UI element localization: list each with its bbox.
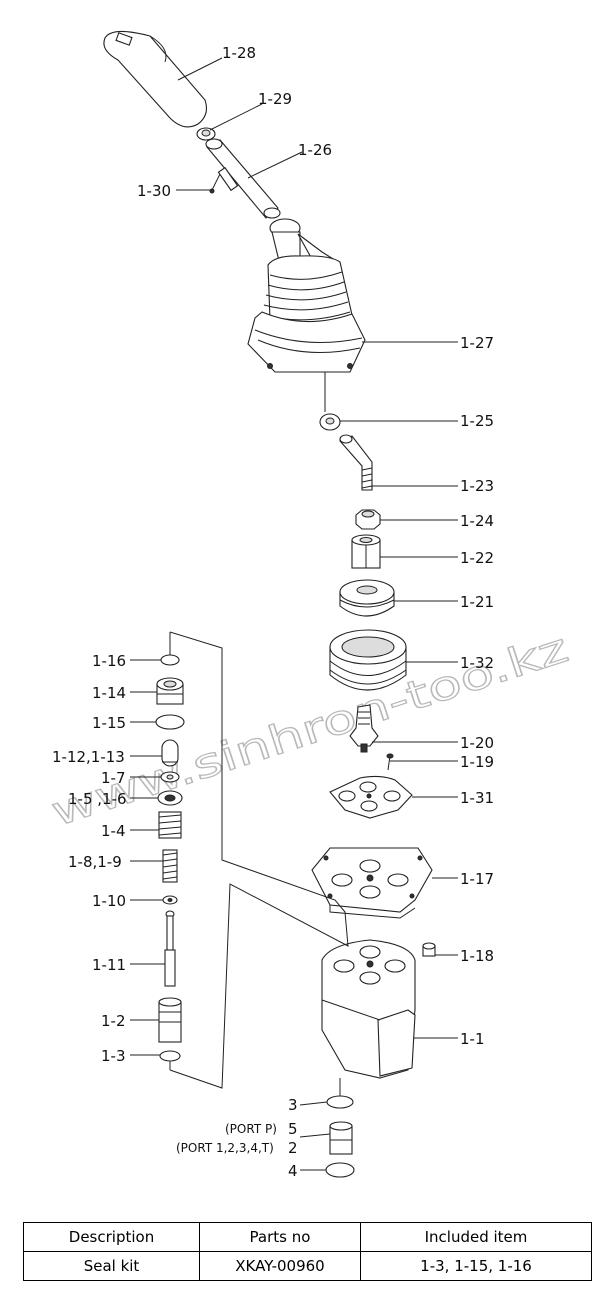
header-included-item: Included item: [360, 1222, 592, 1252]
label-1-32: 1-32: [460, 654, 494, 672]
label-1-29: 1-29: [258, 90, 292, 108]
label-1-12-1-13: 1-12,1-13: [52, 748, 125, 766]
label-1-7: 1-7: [101, 769, 126, 787]
table-header-row: Description Parts no Included item: [23, 1222, 592, 1252]
part-1-15-oring: [155, 714, 185, 730]
label-1-15: 1-15: [92, 714, 126, 732]
label-1-2: 1-2: [101, 1012, 126, 1030]
part-1-16-oring: [160, 654, 180, 666]
part-1-10-washer: [162, 895, 178, 905]
label-1-25: 1-25: [460, 412, 494, 430]
group-outline: [169, 631, 349, 1089]
part-1-29-nut: [196, 127, 216, 141]
part-3-oring: [326, 1095, 354, 1109]
part-1-21-disc: [339, 579, 395, 617]
label-2: 2: [288, 1139, 298, 1157]
label-1-19: 1-19: [460, 753, 494, 771]
label-1-16: 1-16: [92, 652, 126, 670]
label-1-8-1-9: 1-8,1-9: [68, 853, 122, 871]
label-1-31: 1-31: [460, 789, 494, 807]
part-1-23-rod: [339, 434, 373, 491]
label-1-20: 1-20: [460, 734, 494, 752]
label-1-18: 1-18: [460, 947, 494, 965]
part-1-26-lever: [205, 138, 281, 219]
label-1-14: 1-14: [92, 684, 126, 702]
label-1-17: 1-17: [460, 870, 494, 888]
header-description: Description: [23, 1222, 200, 1252]
part-1-4-spring: [158, 811, 182, 839]
label-3: 3: [288, 1096, 298, 1114]
label-1-22: 1-22: [460, 549, 494, 567]
part-1-1-body: [321, 939, 416, 1079]
part-4-oring: [325, 1162, 355, 1178]
part-1-25-nut: [319, 413, 341, 431]
part-1-30-pin: [209, 166, 239, 194]
part-1-20-joint: [349, 704, 379, 753]
part-5-2-fitting: [329, 1121, 353, 1155]
label-1-24: 1-24: [460, 512, 494, 530]
label-1-23: 1-23: [460, 477, 494, 495]
label-1-4: 1-4: [101, 822, 126, 840]
label-1-26: 1-26: [298, 141, 332, 159]
table-row: Seal kit XKAY-00960 1-3, 1-15, 1-16: [23, 1251, 592, 1281]
label-1-27: 1-27: [460, 334, 494, 352]
label-port-all: (PORT 1,2,3,4,T): [176, 1141, 274, 1155]
label-port-p: (PORT P): [225, 1122, 277, 1136]
part-1-24-nut: [355, 509, 381, 530]
label-1-5-1-6: 1-5 ,1-6: [68, 790, 127, 808]
part-1-14-plug: [156, 677, 184, 705]
part-1-2-plug: [158, 997, 182, 1043]
part-1-19-screw: [386, 753, 394, 771]
part-1-18-plug: [422, 942, 436, 957]
exploded-parts-diagram: www.sinhron-too.kz: [45, 30, 574, 1180]
label-1-1: 1-1: [460, 1030, 485, 1048]
part-1-32-ring: [329, 629, 407, 691]
cell-included-item: 1-3, 1-15, 1-16: [360, 1251, 592, 1281]
part-1-22-coupling: [351, 534, 381, 569]
part-1-7-washer: [160, 771, 180, 783]
part-1-11-pusher: [164, 910, 176, 987]
part-1-3-oring: [159, 1050, 181, 1062]
seal-kit-table: Description Parts no Included item Seal …: [23, 1222, 592, 1281]
part-1-27-boot: [247, 218, 366, 373]
label-1-21: 1-21: [460, 593, 494, 611]
part-1-8-spring: [162, 849, 178, 883]
leader-lines: [130, 57, 458, 1171]
label-4: 4: [288, 1162, 298, 1180]
cell-parts-no: XKAY-00960: [199, 1251, 361, 1281]
cell-description: Seal kit: [23, 1251, 200, 1281]
part-1-5-seat: [157, 790, 183, 806]
header-parts-no: Parts no: [199, 1222, 361, 1252]
label-1-30: 1-30: [137, 182, 171, 200]
part-1-31-plate: [329, 775, 413, 819]
part-1-28-grip: [103, 30, 207, 128]
part-1-17-plate: [311, 847, 433, 919]
label-5: 5: [288, 1120, 298, 1138]
label-1-10: 1-10: [92, 892, 126, 910]
part-1-12-spool: [161, 739, 179, 767]
label-1-11: 1-11: [92, 956, 126, 974]
label-1-28: 1-28: [222, 44, 256, 62]
label-1-3: 1-3: [101, 1047, 126, 1065]
